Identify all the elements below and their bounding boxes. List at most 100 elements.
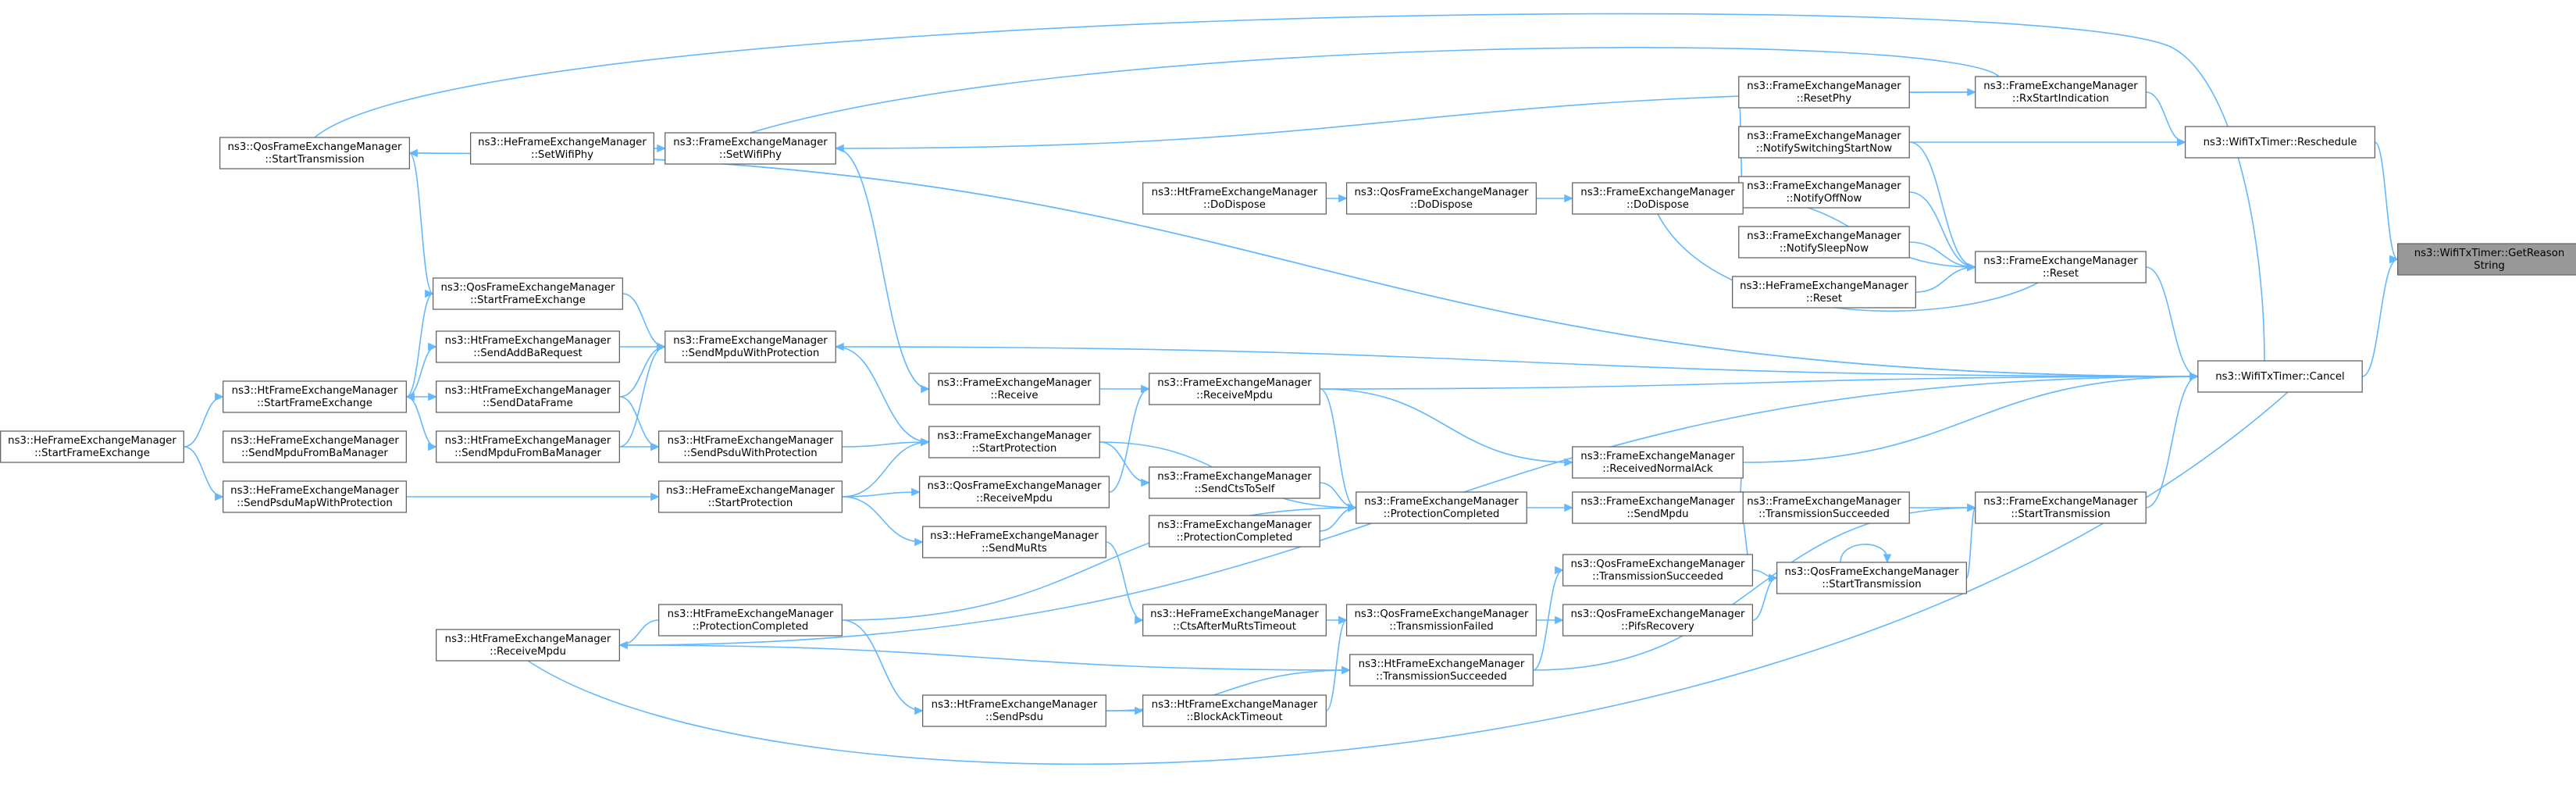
- node-box-heSendPsduMap[interactable]: [222, 480, 407, 513]
- node-htSendPsdu[interactable]: ns3::HtFrameExchangeManager::SendPsdu: [922, 694, 1107, 727]
- node-box-htSendPsdu[interactable]: [922, 694, 1107, 727]
- node-qPifs[interactable]: ns3::QosFrameExchangeManager::PifsRecove…: [1562, 604, 1754, 637]
- node-box-sendMpduProt[interactable]: [664, 330, 836, 363]
- node-qDoDispose[interactable]: ns3::QosFrameExchangeManager::DoDispose: [1345, 182, 1537, 215]
- node-htTxSucc[interactable]: ns3::HtFrameExchangeManager::Transmissio…: [1349, 654, 1534, 687]
- node-box-qStartTx[interactable]: [1776, 562, 1968, 594]
- node-heMuRts[interactable]: ns3::HeFrameExchangeManager::SendMuRts: [922, 526, 1107, 558]
- node-notifyOff[interactable]: ns3::FrameExchangeManager::NotifyOffNow: [1738, 176, 1910, 209]
- node-cancel[interactable]: ns3::WifiTxTimer::Cancel: [2197, 360, 2363, 393]
- node-qTxSucc[interactable]: ns3::QosFrameExchangeManager::Transmissi…: [1562, 554, 1754, 587]
- node-ctsMuRts[interactable]: ns3::HeFrameExchangeManager::CtsAfterMuR…: [1142, 604, 1327, 637]
- node-heSendMpduBa[interactable]: ns3::HeFrameExchangeManager::SendMpduFro…: [222, 430, 407, 463]
- node-box-setWifiPhy[interactable]: [664, 132, 836, 165]
- node-fTxSucc[interactable]: ns3::FrameExchangeManager::TransmissionS…: [1738, 491, 1910, 524]
- node-sendMpduProt[interactable]: ns3::FrameExchangeManager::SendMpduWithP…: [664, 330, 836, 363]
- node-box-heSetWifiPhy[interactable]: [470, 132, 655, 165]
- node-box-sendCts[interactable]: [1149, 466, 1320, 499]
- node-box-htProtComp[interactable]: [658, 604, 843, 637]
- node-box-fReceive[interactable]: [928, 373, 1100, 405]
- node-box-fRecvMpdu[interactable]: [1149, 373, 1320, 405]
- node-sendCts[interactable]: ns3::FrameExchangeManager::SendCtsToSelf: [1149, 466, 1320, 499]
- node-notifySwitch[interactable]: ns3::FrameExchangeManager::NotifySwitchi…: [1738, 126, 1910, 159]
- node-box-fStartTx[interactable]: [1975, 491, 2147, 524]
- node-box-cancel[interactable]: [2197, 360, 2363, 393]
- node-protComp2[interactable]: ns3::FrameExchangeManager::ProtectionCom…: [1149, 515, 1320, 548]
- node-box-htRecvMpdu[interactable]: [436, 629, 621, 662]
- node-resetPhy[interactable]: ns3::FrameExchangeManager::ResetPhy: [1738, 76, 1910, 109]
- node-box-heReset[interactable]: [1731, 276, 1916, 309]
- node-qStartTx[interactable]: ns3::QosFrameExchangeManager::StartTrans…: [1776, 562, 1968, 594]
- node-htProtComp[interactable]: ns3::HtFrameExchangeManager::ProtectionC…: [658, 604, 843, 637]
- node-label-heSetWifiPhy-1: ::SetWifiPhy: [531, 149, 593, 161]
- node-fRecvMpdu[interactable]: ns3::FrameExchangeManager::ReceiveMpdu: [1149, 373, 1320, 405]
- node-qRecvMpdu[interactable]: ns3::QosFrameExchangeManager::ReceiveMpd…: [918, 476, 1110, 508]
- node-qStartFe[interactable]: ns3::QosFrameExchangeManager::StartFrame…: [432, 277, 624, 310]
- node-fReceive[interactable]: ns3::FrameExchangeManager::Receive: [928, 373, 1100, 405]
- node-qTxFail[interactable]: ns3::QosFrameExchangeManager::Transmissi…: [1345, 604, 1537, 637]
- node-heStartFe[interactable]: ns3::HeFrameExchangeManager::StartFrameE…: [0, 430, 184, 463]
- node-box-htSendPsduProt[interactable]: [658, 430, 843, 463]
- node-box-heStartProt[interactable]: [658, 480, 843, 513]
- node-heStartProt[interactable]: ns3::HeFrameExchangeManager::StartProtec…: [658, 480, 843, 513]
- node-heSetWifiPhy[interactable]: ns3::HeFrameExchangeManager::SetWifiPhy: [470, 132, 655, 165]
- node-box-heMuRts[interactable]: [922, 526, 1107, 558]
- node-recvAck[interactable]: ns3::FrameExchangeManager::ReceivedNorma…: [1572, 446, 1744, 479]
- node-box-fDoDispose[interactable]: [1572, 182, 1744, 215]
- node-box-blockAck[interactable]: [1142, 694, 1327, 727]
- node-rxStart[interactable]: ns3::FrameExchangeManager::RxStartIndica…: [1975, 76, 2147, 109]
- node-box-protComp[interactable]: [1356, 491, 1527, 524]
- node-reschedule[interactable]: ns3::WifiTxTimer::Reschedule: [2184, 126, 2376, 159]
- node-heSendPsduMap[interactable]: ns3::HeFrameExchangeManager::SendPsduMap…: [222, 480, 407, 513]
- node-fStartTx[interactable]: ns3::FrameExchangeManager::StartTransmis…: [1975, 491, 2147, 524]
- node-notifySleep[interactable]: ns3::FrameExchangeManager::NotifySleepNo…: [1738, 226, 1910, 259]
- node-htSendData[interactable]: ns3::HtFrameExchangeManager::SendDataFra…: [436, 380, 621, 413]
- node-box-htDoDispose[interactable]: [1142, 182, 1327, 215]
- node-box-rxStart[interactable]: [1975, 76, 2147, 109]
- node-htStartFe[interactable]: ns3::HtFrameExchangeManager::StartFrameE…: [222, 380, 407, 413]
- node-box-qTxSucc[interactable]: [1562, 554, 1754, 587]
- node-box-resetPhy[interactable]: [1738, 76, 1910, 109]
- node-box-htSendMpduBa[interactable]: [436, 430, 621, 463]
- node-fDoDispose[interactable]: ns3::FrameExchangeManager::DoDispose: [1572, 182, 1744, 215]
- node-htSendMpduBa[interactable]: ns3::HtFrameExchangeManager::SendMpduFro…: [436, 430, 621, 463]
- node-box-notifyOff[interactable]: [1738, 176, 1910, 209]
- node-htSendPsduProt[interactable]: ns3::HtFrameExchangeManager::SendPsduWit…: [658, 430, 843, 463]
- node-blockAck[interactable]: ns3::HtFrameExchangeManager::BlockAckTim…: [1142, 694, 1327, 727]
- node-box-protComp2[interactable]: [1149, 515, 1320, 548]
- node-setWifiPhy[interactable]: ns3::FrameExchangeManager::SetWifiPhy: [664, 132, 836, 165]
- node-sendMpdu[interactable]: ns3::FrameExchangeManager::SendMpdu: [1572, 491, 1744, 524]
- node-label-htStartFe-0: ns3::HtFrameExchangeManager: [232, 385, 398, 397]
- node-qStartTx2[interactable]: ns3::QosFrameExchangeManager::StartTrans…: [219, 137, 411, 169]
- node-box-fReset[interactable]: [1975, 251, 2147, 284]
- node-box-fTxSucc[interactable]: [1738, 491, 1910, 524]
- node-fReset[interactable]: ns3::FrameExchangeManager::Reset: [1975, 251, 2147, 284]
- node-box-htTxSucc[interactable]: [1349, 654, 1534, 687]
- node-box-qStartTx2[interactable]: [219, 137, 411, 169]
- node-box-htSendData[interactable]: [436, 380, 621, 413]
- node-protComp[interactable]: ns3::FrameExchangeManager::ProtectionCom…: [1356, 491, 1527, 524]
- node-box-fStartProt[interactable]: [928, 426, 1100, 458]
- node-box-htStartFe[interactable]: [222, 380, 407, 413]
- node-htRecvMpdu[interactable]: ns3::HtFrameExchangeManager::ReceiveMpdu: [436, 629, 621, 662]
- node-box-heStartFe[interactable]: [0, 430, 184, 463]
- node-box-qPifs[interactable]: [1562, 604, 1754, 637]
- node-htSendAddBa[interactable]: ns3::HtFrameExchangeManager::SendAddBaRe…: [436, 330, 621, 363]
- node-box-qDoDispose[interactable]: [1345, 182, 1537, 215]
- node-box-qTxFail[interactable]: [1345, 604, 1537, 637]
- node-box-htSendAddBa[interactable]: [436, 330, 621, 363]
- node-heReset[interactable]: ns3::HeFrameExchangeManager::Reset: [1731, 276, 1916, 309]
- node-box-reschedule[interactable]: [2184, 126, 2376, 159]
- node-htDoDispose[interactable]: ns3::HtFrameExchangeManager::DoDispose: [1142, 182, 1327, 215]
- node-fStartProt[interactable]: ns3::FrameExchangeManager::StartProtecti…: [928, 426, 1100, 458]
- node-box-notifySleep[interactable]: [1738, 226, 1910, 259]
- node-box-qStartFe[interactable]: [432, 277, 624, 310]
- node-box-notifySwitch[interactable]: [1738, 126, 1910, 159]
- node-box-sendMpdu[interactable]: [1572, 491, 1744, 524]
- node-box-root[interactable]: [2396, 243, 2576, 276]
- node-box-qRecvMpdu[interactable]: [918, 476, 1110, 508]
- node-box-ctsMuRts[interactable]: [1142, 604, 1327, 637]
- node-box-heSendMpduBa[interactable]: [222, 430, 407, 463]
- node-box-recvAck[interactable]: [1572, 446, 1744, 479]
